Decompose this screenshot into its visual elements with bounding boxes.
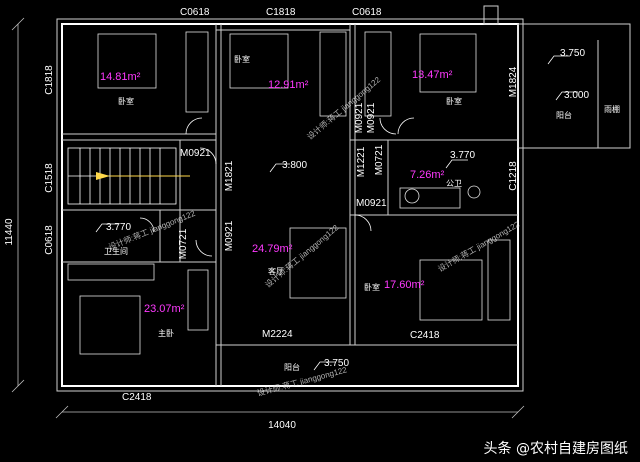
toilet-label: 公卫 [446,179,462,188]
toilet-area: 7.26m² [410,169,445,181]
balcony-bottom-elevation: 3.750 [324,358,349,369]
bedroom2-area: 12.91m² [268,79,309,91]
living-area: 24.79m² [252,243,293,255]
bedroom3-area: 13.47m² [412,69,453,81]
watermark-3: 设计师:蒋工 jianggong122 [263,222,341,289]
door-bath: M0721 [178,228,189,259]
door-bed2-b: M0921 [366,102,377,133]
wall-inner-lines [56,5,631,392]
door-corridor: M1821 [224,160,235,191]
dimension-lines [11,17,525,419]
bedroom4-area: 17.60m² [384,279,425,291]
window-top-center: C1818 [266,7,296,18]
window-right-upper: M1824 [508,66,519,97]
furniture [67,31,511,355]
overall-width-label: 14040 [268,420,296,431]
window-top-left: C0618 [180,7,210,18]
stair-arrow-icon [96,172,110,180]
overall-height-label: 11440 [4,218,15,246]
window-top-right: C0618 [352,7,382,18]
canopy-label: 雨棚 [604,104,620,114]
master-label: 主卧 [158,328,174,338]
bedroom1-label: 卧室 [118,96,134,106]
window-bottom-right: C2418 [410,330,440,341]
window-right-lower: C1218 [508,161,519,191]
balcony-right-elevation: 3.750 [560,48,585,59]
balcony-right-roof: 3.000 [564,90,589,101]
window-bottom-left: C2418 [122,392,152,403]
door-bed2-a: M0921 [354,102,365,133]
living-elevation: 3.800 [282,160,307,171]
window-left-lower: C0618 [44,225,55,255]
bedroom1-area: 14.81m² [100,71,141,83]
door-bed3-b: M1221 [356,146,367,177]
door-toilet: M0921 [356,198,387,209]
door-main-entry: M2224 [262,329,293,340]
door-stair: M0921 [180,148,211,159]
balcony-bottom-label: 阳台 [284,362,300,372]
elevation-markers [95,55,578,371]
outer-walls [61,23,519,387]
bathroom-label: 卫生间 [104,246,128,256]
living-label: 客厅 [268,266,284,276]
footer-credit: 头条 @农村自建房图纸 [483,441,628,457]
window-left-stair: C1518 [44,163,55,193]
bathroom-elevation: 3.770 [106,222,131,233]
bedroom2-label: 卧室 [234,54,250,64]
watermark-5: 设计师:蒋工 jianggong122 [256,364,348,398]
toilet-elevation: 3.770 [450,150,475,161]
balcony-right-label: 阳台 [556,110,572,120]
door-living-left: M0921 [224,220,235,251]
door-swings [139,117,415,257]
window-left-upper: C1818 [44,65,55,95]
bedroom3-label: 卧室 [446,96,462,106]
door-bed3-a: M0721 [374,144,385,175]
bedroom4-label: 卧室 [364,282,380,292]
master-area: 23.07m² [144,303,185,315]
watermark-4: 设计师:蒋工 jianggong122 [436,219,522,274]
